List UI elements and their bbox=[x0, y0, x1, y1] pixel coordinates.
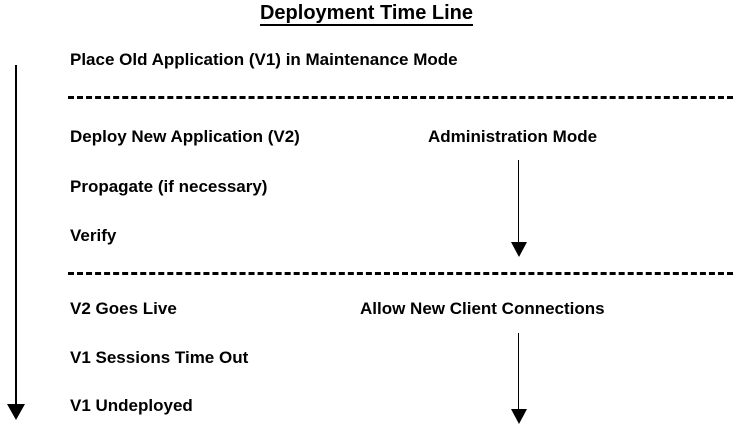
label-administration-mode: Administration Mode bbox=[428, 127, 598, 146]
divider-after-maintenance bbox=[68, 96, 733, 99]
main-timeline-arrow-line bbox=[15, 65, 17, 406]
allow-connections-arrow-head bbox=[511, 409, 527, 424]
administration-mode-arrow-line bbox=[518, 160, 519, 243]
label-v2-goes-live: V2 Goes Live bbox=[70, 299, 177, 318]
main-timeline-arrow-head bbox=[7, 404, 25, 420]
administration-mode-arrow-head bbox=[511, 242, 527, 257]
allow-connections-arrow-line bbox=[518, 333, 519, 410]
page-title: Deployment Time Line bbox=[0, 2, 733, 26]
divider-after-administration bbox=[68, 272, 733, 275]
label-allow-new-client-connections: Allow New Client Connections bbox=[360, 299, 605, 318]
label-v1-sessions-time-out: V1 Sessions Time Out bbox=[70, 348, 249, 367]
label-verify: Verify bbox=[70, 226, 117, 245]
label-deploy-new-application: Deploy New Application (V2) bbox=[70, 127, 300, 146]
label-place-old-application: Place Old Application (V1) in Maintenanc… bbox=[70, 50, 458, 69]
page-title-text: Deployment Time Line bbox=[259, 2, 473, 26]
label-propagate: Propagate (if necessary) bbox=[70, 177, 268, 196]
label-v1-undeployed: V1 Undeployed bbox=[70, 396, 193, 415]
